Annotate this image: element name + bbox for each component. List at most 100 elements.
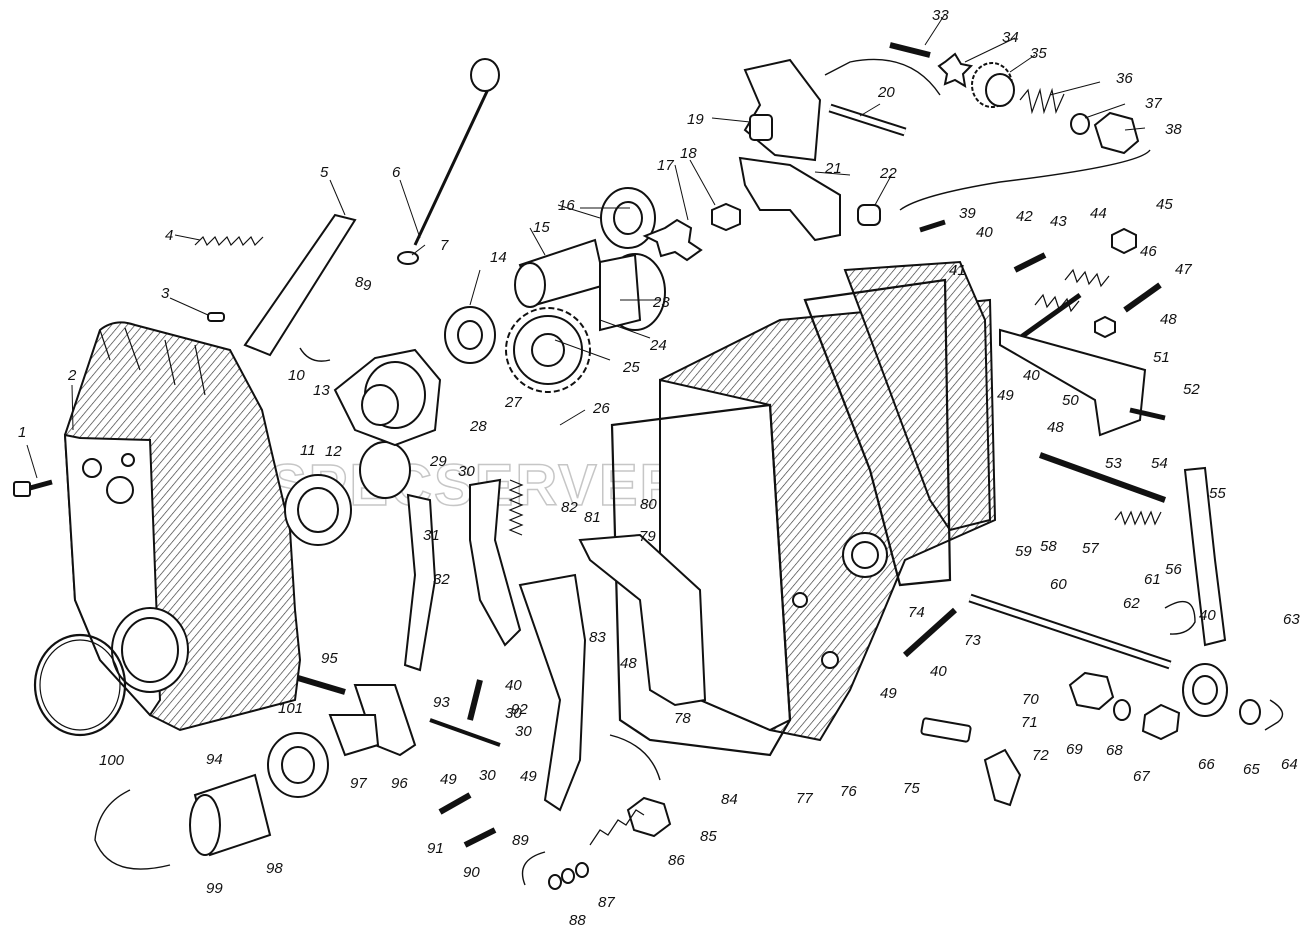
part-label-85: 85 [700, 828, 717, 845]
gear-part-25 [505, 307, 591, 393]
part-label-18: 18 [680, 145, 697, 162]
bracket-part-97 [328, 714, 380, 757]
rod-part-20 [828, 103, 907, 137]
coupling-part-23 [599, 253, 666, 332]
part-label-64: 64 [1281, 756, 1298, 773]
bolt-part-39 [919, 219, 946, 233]
part-label-19: 19 [687, 111, 704, 128]
bearing-part-14 [444, 306, 496, 364]
part-label-51: 51 [1153, 349, 1170, 366]
bearing-part-16 [600, 187, 656, 249]
part-label-7: 7 [440, 237, 449, 254]
part-label-36: 36 [1116, 70, 1133, 87]
part-label-80: 80 [640, 496, 657, 513]
part-label-73: 73 [964, 632, 981, 649]
arrow-indicator [521, 851, 546, 886]
spring-part-44 [1064, 268, 1110, 288]
part-label-60: 60 [1050, 576, 1067, 593]
part-label-30: 30 [505, 705, 522, 722]
part-label-3: 3 [161, 285, 170, 302]
part-label-52: 52 [1183, 381, 1200, 398]
spring-part-86 [589, 809, 645, 846]
part-label-66: 66 [1198, 756, 1215, 773]
rod-part-93 [429, 718, 501, 747]
part-label-40: 40 [976, 224, 993, 241]
part-label-77: 77 [796, 790, 813, 807]
plug-part-66 [1182, 663, 1228, 717]
bolt-part-91 [438, 792, 472, 815]
part-label-101: 101 [278, 700, 303, 717]
part-label-13: 13 [313, 382, 330, 399]
shaft-gear-part-15 [514, 238, 607, 308]
part-label-10: 10 [288, 367, 305, 384]
part-label-71: 71 [1021, 714, 1038, 731]
washer-part-65 [1239, 699, 1261, 725]
part-label-20: 20 [877, 84, 895, 101]
part-label-40: 40 [930, 663, 947, 680]
spring-part-56 [1114, 510, 1162, 526]
gasket-ring-part-100 [33, 633, 127, 737]
part-label-57: 57 [1082, 540, 1099, 557]
part-label-50: 50 [1062, 392, 1079, 409]
part-label-63: 63 [1283, 611, 1300, 628]
part-label-89: 89 [512, 832, 529, 849]
part-label-91: 91 [427, 840, 444, 857]
nut-part-48 [1094, 315, 1116, 339]
pin-part-3 [207, 312, 225, 322]
gasket-part-74 [803, 278, 952, 587]
plug-part-38 [1093, 111, 1140, 155]
part-label-100: 100 [99, 752, 125, 769]
part-label-14: 14 [490, 249, 507, 266]
part-label-8: 8 [355, 274, 364, 291]
part-label-93: 93 [433, 694, 450, 711]
screw-part-33 [889, 42, 931, 58]
part-label-12: 12 [325, 443, 342, 460]
part-label-32: 32 [433, 571, 450, 588]
nut-part-85 [626, 796, 672, 838]
bolt-part-67 [1141, 703, 1181, 741]
part-label-49: 49 [520, 768, 537, 785]
part-label-81: 81 [584, 509, 601, 526]
bolt-part-90 [463, 827, 497, 848]
part-label-28: 28 [469, 418, 487, 435]
part-label-4: 4 [165, 227, 173, 244]
part-label-29: 29 [429, 453, 447, 470]
part-label-15: 15 [533, 219, 550, 236]
part-label-90: 90 [463, 864, 480, 881]
part-label-96: 96 [391, 775, 408, 792]
bracket-part-96 [353, 684, 417, 757]
part-label-49: 49 [880, 685, 897, 702]
washer-part-68 [1113, 699, 1131, 721]
part-label-39: 39 [959, 205, 976, 222]
part-label-75: 75 [903, 780, 920, 797]
part-label-99: 99 [206, 880, 223, 897]
part-label-5: 5 [320, 164, 329, 181]
part-label-68: 68 [1106, 742, 1123, 759]
part-label-62: 62 [1123, 595, 1140, 612]
washer-part-37 [1070, 113, 1090, 135]
bolt-part-1 [13, 479, 53, 497]
arrow-indicator [94, 789, 171, 870]
part-label-35: 35 [1030, 45, 1047, 62]
part-label-74: 74 [908, 604, 925, 621]
part-label-76: 76 [840, 783, 857, 800]
part-label-16: 16 [558, 197, 575, 214]
bushing-part-98 [189, 773, 272, 857]
part-label-42: 42 [1016, 208, 1033, 225]
shaft-part-60 [968, 593, 1172, 670]
fork-part-19 [743, 58, 822, 162]
part-label-6: 6 [392, 164, 401, 181]
part-label-44: 44 [1090, 205, 1107, 222]
arrow-indicator [1264, 699, 1284, 731]
part-label-33: 33 [932, 7, 949, 24]
part-label-40: 40 [505, 677, 522, 694]
bracket-plate-part-81 [578, 533, 707, 707]
spring-part-4 [194, 235, 264, 247]
bearing-part-94 [267, 732, 329, 798]
part-label-54: 54 [1151, 455, 1168, 472]
part-label-70: 70 [1022, 691, 1039, 708]
part-label-53: 53 [1105, 455, 1122, 472]
part-label-21: 21 [824, 160, 842, 177]
spring-part-82 [508, 479, 524, 536]
